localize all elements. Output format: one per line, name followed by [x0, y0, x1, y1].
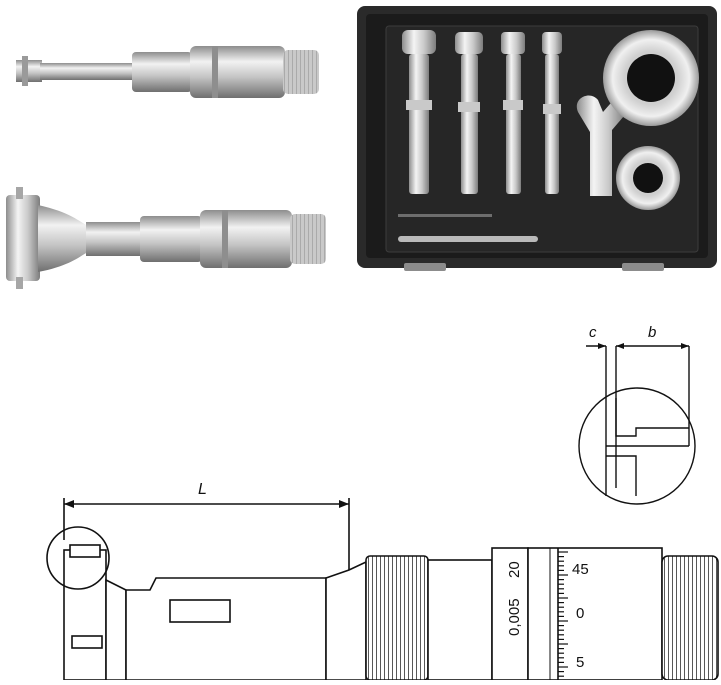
- case-rod-1: [402, 30, 436, 194]
- dimension-label-b: b: [648, 324, 656, 341]
- kit-case-photo: [357, 6, 717, 271]
- knurled-nut-1: [365, 555, 429, 681]
- body-window: [169, 599, 231, 623]
- measuring-anvil-bottom: [71, 635, 103, 649]
- thimble: [527, 547, 663, 681]
- dim-b-arrow-right: [681, 343, 689, 349]
- scale-tick-label-3: 5: [576, 654, 584, 671]
- micrometer-drawing: [46, 498, 719, 681]
- case-extension-rod: [398, 236, 538, 242]
- scale-tick-label-1: 45: [572, 561, 589, 578]
- case-latch-left: [404, 263, 446, 271]
- thimble-scale-ticks: [558, 551, 568, 677]
- dim-L-arrow-left: [64, 500, 74, 508]
- thimble-sleeve: [491, 547, 529, 681]
- body-tube: [125, 577, 327, 681]
- instrument-photo-top: [16, 46, 319, 98]
- dimension-label-L: L: [198, 481, 207, 498]
- dimension-label-c: c: [589, 324, 597, 341]
- measuring-anvil-top: [69, 544, 101, 558]
- scale-range: 20: [506, 561, 523, 578]
- setting-ring-large: [603, 30, 699, 126]
- spanner-wrench: [576, 95, 626, 196]
- dim-L-arrow-right: [339, 500, 349, 508]
- scale-resolution: 0,005: [506, 598, 523, 636]
- knurled-nut-2: [661, 555, 719, 681]
- scale-tick-label-2: 0: [576, 605, 584, 622]
- dim-b-arrow-left: [616, 343, 624, 349]
- dim-c-arrow: [598, 343, 606, 349]
- head-neck: [105, 578, 127, 681]
- setting-ring-small: [616, 130, 680, 210]
- instrument-photo-bottom: [6, 187, 326, 289]
- case-tool-bar: [398, 214, 492, 217]
- case-rod-4: [542, 32, 562, 194]
- body-taper: [325, 560, 367, 681]
- detail-step-profile: [615, 398, 689, 437]
- case-rod-2: [455, 32, 483, 194]
- detail-view: [578, 345, 696, 505]
- case-latch-right: [622, 263, 664, 271]
- measuring-head: [63, 549, 107, 681]
- detail-lower-profile: [606, 455, 637, 496]
- case-rod-3: [501, 32, 525, 194]
- detail-marker-circle: [46, 526, 110, 590]
- sleeve: [427, 559, 493, 681]
